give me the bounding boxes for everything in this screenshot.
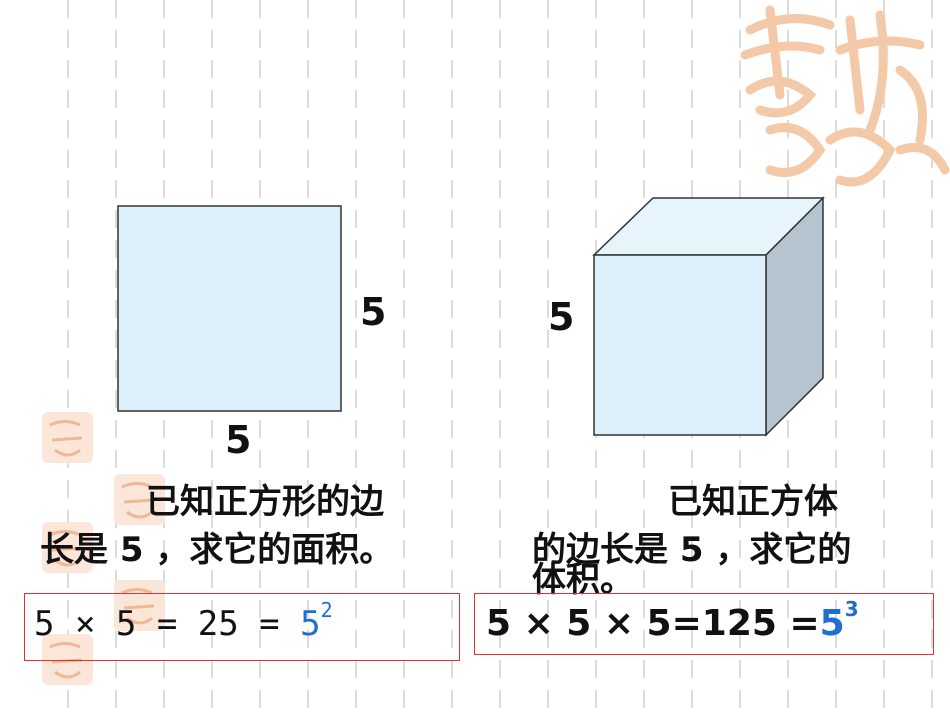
- cube-formula: 5 × 5 × 5=125 =53: [486, 597, 859, 644]
- square-formula-power: 52: [300, 598, 333, 644]
- square-figure: [117, 205, 342, 412]
- square-question-line1: 已知正方形的边: [146, 482, 384, 522]
- cube-figure: [592, 196, 825, 437]
- small-seal-4: [114, 580, 165, 631]
- square-answer-box: [24, 593, 460, 661]
- cube-question-line1: 已知正方体: [668, 482, 838, 522]
- cube-answer-box: [474, 593, 934, 655]
- small-seal-3: [42, 522, 93, 573]
- cube-front-face: [593, 254, 767, 436]
- cube-formula-main: 5 × 5 × 5=125 =: [486, 603, 820, 644]
- small-seal-2: [114, 474, 165, 525]
- square-formula-exponent: 2: [320, 598, 333, 622]
- cube-formula-power: 53: [819, 597, 859, 644]
- cube-question: 已知正方体 的边长是 5 ，求它的 体积。: [532, 478, 932, 604]
- square-side-bottom-label: 5: [225, 418, 252, 462]
- square-question-line2: 长是 5 ，求它的面积。: [40, 530, 394, 570]
- square-question: 已知正方形的边 长是 5 ，求它的面积。: [40, 478, 460, 574]
- square-formula-main: 5 × 5 = 25 =: [34, 604, 301, 644]
- calligraphy-seal-large: [740, 5, 950, 187]
- cube-formula-exponent: 3: [844, 597, 859, 621]
- square-shape: [117, 205, 342, 412]
- square-formula-base: 5: [300, 604, 321, 644]
- square-formula: 5 × 5 = 25 = 52: [34, 598, 333, 644]
- small-seal-1: [42, 412, 93, 463]
- cube-side-label: 5: [548, 295, 575, 339]
- square-side-right-label: 5: [360, 290, 387, 334]
- cube-formula-base: 5: [819, 603, 845, 644]
- cube-question-line2: 的边长是 5 ，求它的: [532, 530, 852, 570]
- small-seal-5: [42, 634, 93, 685]
